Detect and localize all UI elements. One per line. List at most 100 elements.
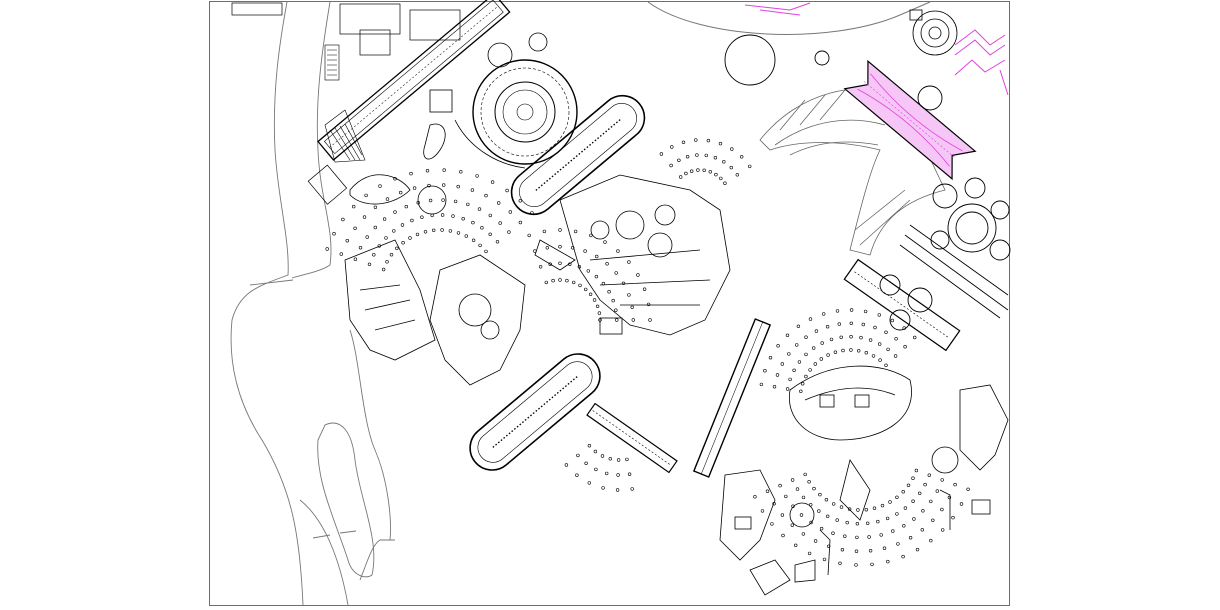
- tree-dot: [696, 168, 700, 172]
- tree-dot: [855, 535, 859, 540]
- tree-dot: [353, 257, 358, 261]
- tree-dot: [797, 360, 802, 364]
- tree-dot: [495, 240, 500, 244]
- tree-dot: [544, 280, 548, 285]
- tree-dot: [490, 180, 495, 184]
- tree-dot: [880, 503, 885, 508]
- tree-dot: [551, 278, 555, 283]
- tree-dot: [404, 204, 408, 209]
- tree-dot: [533, 249, 537, 253]
- tree-dot: [459, 170, 463, 174]
- tree-dot: [785, 333, 790, 337]
- tree-dot: [785, 387, 790, 391]
- tree-dot: [588, 292, 593, 296]
- east-rotunda-cluster: [724, 34, 1011, 331]
- tree-dot: [384, 236, 388, 240]
- tree-dot: [799, 513, 804, 517]
- tree-dot: [631, 318, 635, 322]
- tree-dot: [372, 253, 376, 257]
- tree-dot: [891, 529, 895, 533]
- south-colonnade: [586, 402, 678, 474]
- tree-dot: [589, 233, 593, 238]
- tree-dot: [393, 177, 397, 181]
- tree-dot: [373, 205, 378, 210]
- tree-dot: [854, 549, 859, 553]
- tree-dot: [885, 516, 890, 521]
- tree-dot: [915, 547, 920, 552]
- tree-dot: [826, 353, 830, 357]
- tree-dot: [863, 309, 868, 314]
- tree-dot: [392, 229, 396, 233]
- tree-dot: [795, 487, 800, 491]
- tree-dot: [377, 244, 381, 248]
- tree-dot: [593, 449, 598, 454]
- tree-dot: [409, 171, 413, 176]
- tree-dot: [801, 532, 806, 536]
- tree-dot: [796, 324, 801, 328]
- tree-dot: [427, 183, 431, 188]
- tree-dot: [719, 176, 723, 181]
- tree-dot: [614, 308, 618, 312]
- pink-stadium: [843, 59, 977, 181]
- tree-dot: [441, 198, 445, 202]
- tree-dot: [608, 457, 612, 461]
- tree-dot: [695, 153, 699, 157]
- tree-dot: [586, 269, 590, 273]
- tree-dot: [558, 245, 562, 249]
- diagonal-long-building: [692, 318, 772, 478]
- tree-dot: [408, 236, 412, 240]
- tree-dot: [940, 528, 945, 532]
- tree-dot: [684, 171, 688, 176]
- circular-rotunda: [472, 59, 578, 165]
- tree-dot: [812, 486, 816, 491]
- pink-pathways: [744, 2, 1009, 96]
- tree-dot: [895, 495, 899, 499]
- tree-dot: [600, 454, 605, 458]
- tree-dot: [911, 499, 915, 503]
- tree-dot: [627, 293, 631, 297]
- tree-dot: [792, 368, 796, 372]
- tree-dot: [735, 173, 739, 177]
- tree-dot: [636, 273, 640, 277]
- tree-dot: [464, 234, 468, 238]
- tree-dot: [689, 169, 694, 173]
- tree-dot: [385, 197, 390, 201]
- tree-dot: [893, 354, 898, 358]
- tree-dot: [855, 521, 860, 526]
- tree-dot: [864, 508, 868, 512]
- tree-dot: [507, 230, 511, 234]
- tree-dot: [818, 492, 822, 497]
- tree-dot: [776, 344, 780, 348]
- tree-dot: [339, 252, 343, 256]
- tree-dot: [440, 228, 444, 232]
- tree-dot: [570, 246, 575, 250]
- tree-dot: [940, 478, 944, 482]
- tree-dot: [573, 229, 578, 234]
- tree-dot: [763, 369, 767, 373]
- tree-dot: [615, 488, 620, 492]
- tree-dot: [714, 172, 718, 177]
- tree-dot: [824, 498, 829, 502]
- tree-dot: [597, 311, 602, 315]
- tree-dot: [530, 211, 534, 215]
- tree-dot: [616, 473, 620, 477]
- tree-dot: [702, 168, 706, 173]
- tree-dot: [873, 325, 877, 330]
- tree-dot: [478, 243, 482, 248]
- tree-dot: [839, 335, 843, 339]
- tree-dot: [920, 528, 924, 532]
- tree-dot: [884, 363, 888, 367]
- tree-dot: [888, 500, 892, 504]
- tree-dot: [839, 505, 844, 509]
- tree-dot: [935, 489, 939, 493]
- tree-dot: [708, 170, 712, 174]
- tree-dot: [389, 253, 394, 257]
- tree-dot: [739, 155, 744, 159]
- tree-dot: [826, 544, 831, 548]
- tree-dot: [872, 506, 877, 510]
- tree-dot: [809, 520, 813, 525]
- tree-dot: [808, 368, 812, 372]
- tree-dot: [470, 188, 475, 192]
- tree-dot: [373, 225, 377, 230]
- tree-dot: [940, 507, 944, 512]
